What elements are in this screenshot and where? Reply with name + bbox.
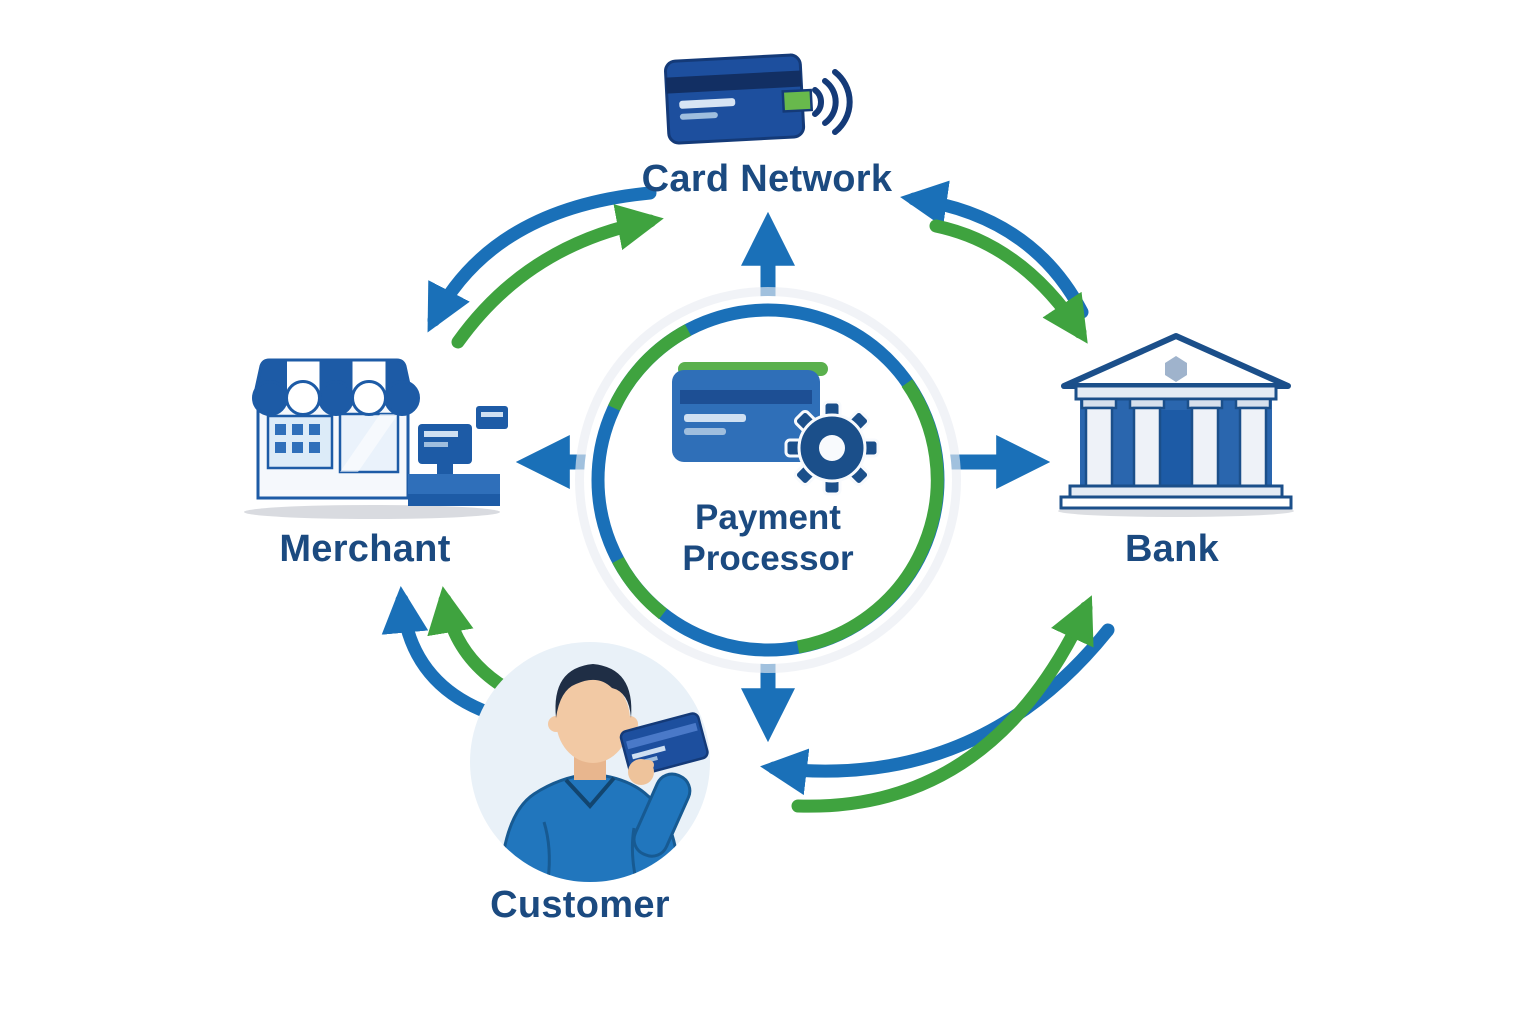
hair	[555, 664, 632, 718]
arrow-customer-to-merchant-blue	[381, 586, 505, 723]
bank-building-icon	[1058, 333, 1294, 517]
bank-label: Bank	[1124, 528, 1220, 570]
payment-processor-label: Payment Processor	[682, 498, 854, 579]
arrow-card-network-to-merchant-blue	[427, 186, 657, 333]
customer-label: Customer	[490, 884, 670, 926]
person-holding-card-icon	[470, 642, 710, 882]
arrow-card-network-to-bank-green	[929, 219, 1088, 344]
arrow-bank-to-card-network-blue	[900, 180, 1089, 319]
processor-ring-green-arc-top-left	[608, 324, 692, 411]
arrow-bank-to-customer-blue	[760, 623, 1115, 796]
arrow-customer-to-bank-green	[791, 595, 1094, 813]
bank-columns	[1080, 397, 1272, 488]
processor-ring-green-arc-right	[796, 379, 944, 654]
bank-emblem-icon	[1165, 356, 1187, 382]
pos-terminal-icon	[408, 406, 508, 506]
credit-card-gear-icon	[672, 362, 880, 496]
card-network-label: Card Network	[641, 158, 893, 200]
contactless-credit-card-icon	[664, 53, 853, 145]
arrow-merchant-to-card-network-green	[451, 204, 664, 349]
contactless-waves-icon	[812, 69, 853, 135]
gear-icon	[784, 400, 880, 496]
storefront-pos-icon	[244, 358, 508, 519]
payment-processor-circle	[575, 287, 961, 673]
merchant-label: Merchant	[279, 528, 451, 570]
awning-scallops	[252, 380, 420, 416]
bank-door	[1160, 410, 1192, 486]
processor-ring-green-arc-bottom-left	[612, 556, 668, 620]
